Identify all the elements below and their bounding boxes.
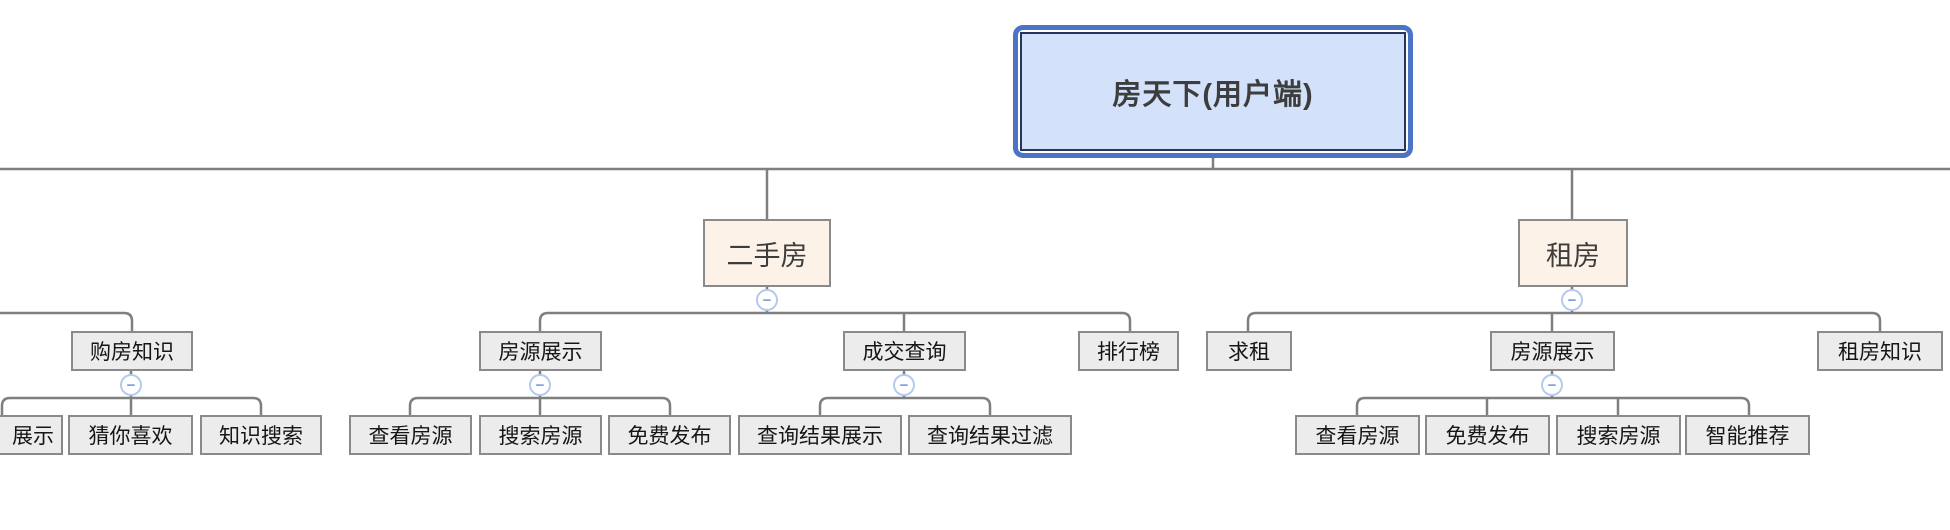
node-rent-listing-display[interactable]: 房源展示 [1490,331,1615,371]
collapse-button-rent[interactable]: − [1561,289,1583,311]
node-rent-knowledge[interactable]: 租房知识 [1817,331,1943,371]
node-rent-house[interactable]: 租房 [1518,219,1628,287]
node-sh-search-listing[interactable]: 搜索房源 [479,415,602,455]
node-sh-view-listing[interactable]: 查看房源 [349,415,472,455]
collapse-button-sh-listing-display[interactable]: − [529,374,551,396]
node-sh-listing-display[interactable]: 房源展示 [479,331,602,371]
node-seek-rent[interactable]: 求租 [1206,331,1292,371]
node-smart-recommend[interactable]: 智能推荐 [1685,415,1810,455]
node-query-result-filter[interactable]: 查询结果过滤 [908,415,1072,455]
node-knowledge-search[interactable]: 知识搜索 [200,415,322,455]
collapse-button-secondhand[interactable]: − [756,289,778,311]
collapse-button-deal-query[interactable]: − [893,374,915,396]
node-display-cutoff[interactable]: 展示 [0,415,63,455]
node-rent-free-publish[interactable]: 免费发布 [1425,415,1550,455]
node-sh-free-publish[interactable]: 免费发布 [608,415,731,455]
node-query-result-display[interactable]: 查询结果展示 [738,415,902,455]
node-ranking[interactable]: 排行榜 [1078,331,1179,371]
node-rent-view-listing[interactable]: 查看房源 [1295,415,1420,455]
node-buy-knowledge[interactable]: 购房知识 [71,331,193,371]
node-root[interactable]: 房天下(用户端) [1013,25,1413,158]
node-deal-query[interactable]: 成交查询 [843,331,966,371]
collapse-button-rent-listing-display[interactable]: − [1541,374,1563,396]
collapse-button-buy-knowledge[interactable]: − [120,374,142,396]
node-guess-you-like[interactable]: 猜你喜欢 [68,415,193,455]
root-label: 房天下(用户端) [1020,32,1406,151]
node-rent-search-listing[interactable]: 搜索房源 [1556,415,1681,455]
node-secondhand-house[interactable]: 二手房 [703,219,831,287]
